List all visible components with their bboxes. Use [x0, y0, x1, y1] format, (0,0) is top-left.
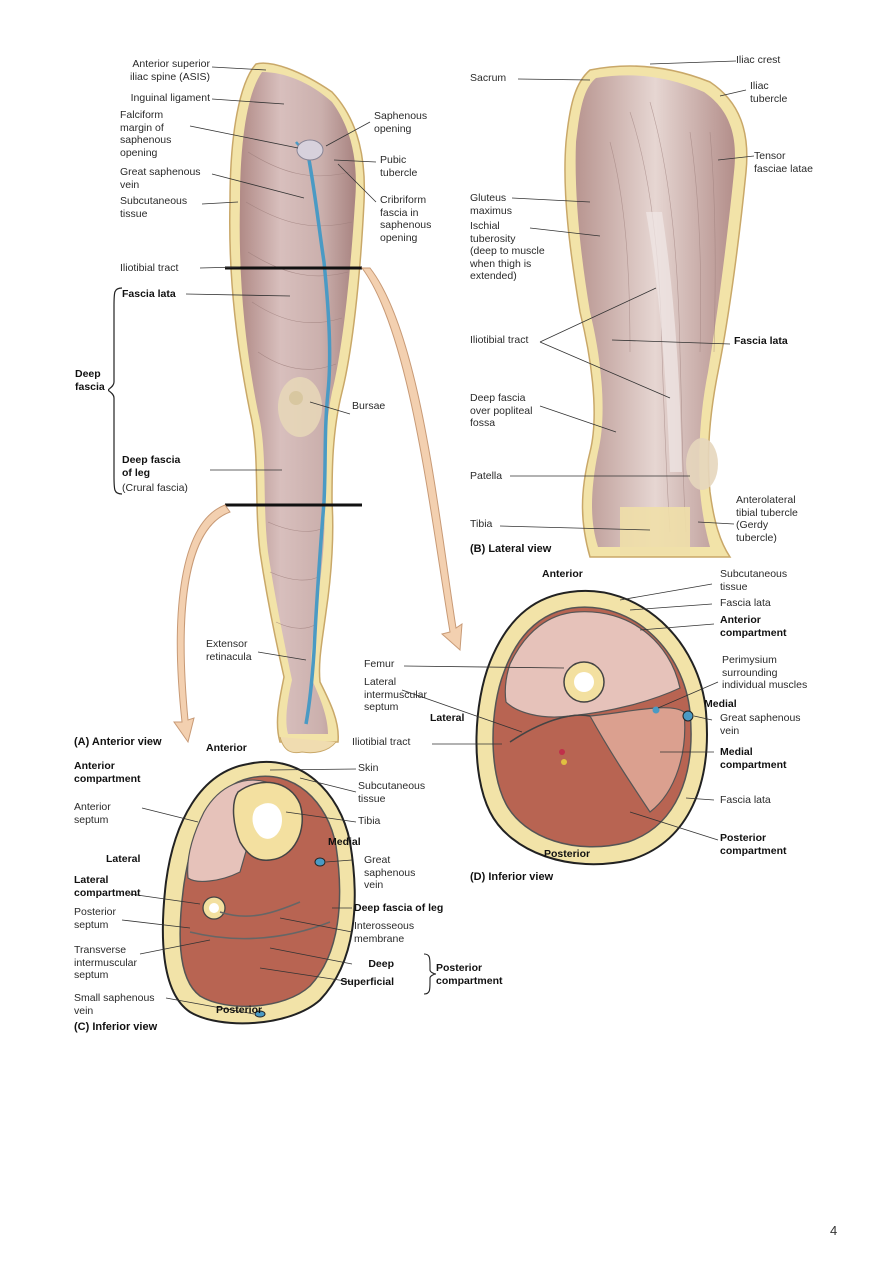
label-deep-fascia: Deep fascia	[75, 368, 105, 393]
transverse-septum-line	[189, 921, 331, 940]
label-fascia-lata-d-bottom: Fascia lata	[720, 794, 771, 806]
label-subcutaneous-tissue-a: Subcutaneous tissue	[120, 195, 188, 220]
label-anterior-compartment-d: Anterior compartment	[720, 614, 787, 639]
label-deep-fascia-of-leg-c: Deep fascia of leg	[354, 902, 444, 914]
caption-d: (D) Inferior view	[470, 871, 554, 883]
label-great-saphenous-vein-c: Great saphenous vein	[364, 854, 416, 891]
posterior-compartment-brace	[423, 953, 436, 995]
ssv-c	[254, 1010, 266, 1018]
arrow-to-c	[173, 504, 231, 744]
label-tensor-fasciae-latae: Tensor fasciae latae	[754, 150, 813, 175]
deep-fascia-brace	[108, 287, 123, 495]
leader-lines	[121, 60, 755, 1015]
label-posterior-septum: Posterior septum	[74, 906, 117, 931]
label-lateral-compartment-c: Lateral compartment	[74, 874, 141, 899]
label-deep-fascia-popliteal: Deep fascia over popliteal fossa	[470, 392, 533, 429]
label-fascia-lata-b: Fascia lata	[734, 335, 788, 347]
label-iliac-crest: Iliac crest	[736, 54, 781, 66]
label-fascia-lata-a: Fascia lata	[122, 288, 176, 300]
medial-compartment-d	[589, 707, 686, 813]
caption-c: (C) Inferior view	[74, 1021, 158, 1033]
label-medial-c: Medial	[328, 836, 361, 848]
label-anterior-d: Anterior	[542, 568, 583, 580]
label-iliotibial-tract-d: Iliotibial tract	[352, 736, 411, 748]
lateral-fibers	[609, 101, 716, 533]
label-deep-c: Deep	[368, 958, 394, 970]
label-posterior-c: Posterior	[216, 1004, 263, 1016]
label-pubic-tubercle: Pubic tubercle	[380, 154, 418, 179]
patella	[278, 377, 322, 437]
label-subcutaneous-tissue-c: Subcutaneous tissue	[358, 780, 426, 805]
label-transverse-septum: Transverse intermuscular septum	[74, 944, 138, 981]
panel-a-leg	[225, 62, 366, 754]
tibia-marrow-c	[252, 803, 282, 839]
nerve-yellow	[561, 759, 567, 765]
label-fascia-lata-d-top: Fascia lata	[720, 597, 771, 609]
label-subcutaneous-tissue-d: Subcutaneous tissue	[720, 568, 788, 593]
label-posterior-compartment-c: Posterior compartment	[436, 962, 503, 987]
label-inguinal-ligament: Inguinal ligament	[130, 92, 210, 104]
illustrations	[121, 60, 755, 1025]
label-crural-fascia: (Crural fascia)	[122, 482, 188, 494]
label-saphenous-opening: Saphenous opening	[374, 110, 428, 135]
label-medial-compartment-d: Medial compartment	[720, 746, 787, 771]
label-great-saphenous-vein-d: Great saphenous vein	[720, 712, 801, 737]
label-lateral-d: Lateral	[430, 712, 465, 724]
label-bursae: Bursae	[352, 400, 386, 412]
gsv-c	[314, 857, 326, 867]
saphenous-opening	[296, 139, 324, 161]
label-cribriform-fascia: Cribriform fascia in saphenous opening	[380, 194, 432, 244]
label-femur: Femur	[364, 658, 395, 670]
label-perimysium: Perimysium surrounding individual muscle…	[722, 654, 808, 691]
label-sacrum: Sacrum	[470, 72, 507, 84]
label-lateral-intermuscular-septum: Lateral intermuscular septum	[364, 676, 428, 713]
panel-c-section	[161, 761, 356, 1025]
tibia-region	[620, 507, 690, 555]
bursa-upper	[289, 391, 303, 405]
toes	[279, 736, 337, 754]
label-gluteus-maximus: Gluteus maximus	[470, 192, 513, 217]
patella-lateral	[686, 438, 718, 490]
label-posterior-d: Posterior	[544, 848, 591, 860]
label-iliotibial-tract-b: Iliotibial tract	[470, 334, 529, 346]
anatomy-figure: Anterior superior iliac spine (ASIS) Ing…	[70, 52, 820, 1038]
great-saphenous-vein	[304, 143, 332, 725]
panel-b-lateral	[564, 65, 748, 558]
label-posterior-compartment-d: Posterior compartment	[720, 832, 787, 857]
label-anterior-compartment-c: Anterior compartment	[74, 760, 141, 785]
label-extensor-retinacula: Extensor retinacula	[206, 638, 252, 663]
label-tibia-c: Tibia	[358, 815, 381, 827]
label-skin: Skin	[358, 762, 379, 774]
label-ischial-tuberosity: Ischial tuberosity (deep to muscle when …	[470, 220, 545, 282]
label-medial-d: Medial	[704, 698, 737, 710]
label-lateral-c: Lateral	[106, 853, 141, 865]
femur-marrow-d	[574, 672, 594, 692]
label-falciform-margin: Falciform margin of saphenous opening	[120, 109, 172, 159]
label-great-saphenous-vein-a: Great saphenous vein	[120, 166, 201, 191]
label-patella: Patella	[470, 470, 503, 482]
interosseous-membrane-line	[219, 901, 301, 917]
page-number: 4	[830, 1223, 838, 1238]
label-interosseous-membrane: Interosseous membrane	[354, 920, 415, 945]
label-gerdy-tubercle: Anterolateral tibial tubercle (Gerdy tub…	[736, 494, 798, 544]
panel-d-section	[475, 589, 708, 866]
lateral-fascia	[575, 75, 735, 547]
label-anterior-septum: Anterior septum	[74, 801, 111, 826]
gsv-d	[682, 710, 694, 722]
label-asis: Anterior superior iliac spine (ASIS)	[130, 58, 210, 83]
fibula-marrow-c	[209, 903, 219, 913]
label-iliotibial-tract-a: Iliotibial tract	[120, 262, 179, 274]
label-deep-fascia-of-leg-a: Deep fascia of leg	[122, 454, 181, 479]
arrow-to-d	[361, 267, 463, 652]
label-iliac-tubercle: Iliac tubercle	[750, 80, 788, 105]
vessel-blue	[652, 706, 660, 714]
label-small-saphenous-vein: Small saphenous vein	[74, 992, 155, 1017]
caption-b: (B) Lateral view	[470, 543, 552, 555]
label-tibia-b: Tibia	[470, 518, 493, 530]
lateral-intermuscular-septum	[509, 714, 591, 743]
caption-a: (A) Anterior view	[74, 736, 162, 748]
label-superficial-c: Superficial	[340, 976, 394, 988]
label-anterior-c: Anterior	[206, 742, 247, 754]
vessel-red	[559, 749, 565, 755]
